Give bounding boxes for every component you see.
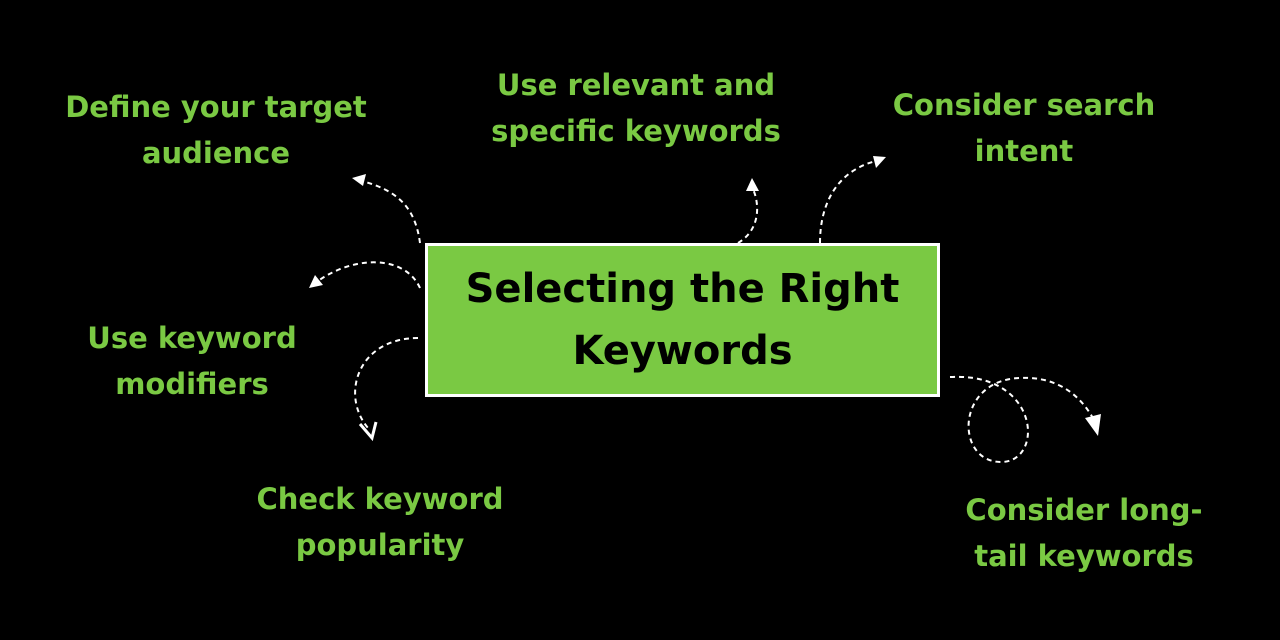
node-line: intent — [974, 134, 1074, 168]
dashed-arrow-icon — [873, 156, 886, 168]
node-line: Define your target — [65, 90, 367, 124]
arrow-to-long-tail — [949, 375, 1101, 464]
center-topic-box: Selecting the Right Keywords — [425, 243, 940, 397]
arrow-to-keyword-popularity — [354, 337, 419, 442]
node-line: tail keywords — [974, 539, 1194, 573]
node-line: specific keywords — [491, 114, 781, 148]
node-line: audience — [141, 136, 291, 170]
node-line: Use keyword — [87, 321, 297, 355]
arrow-to-search-intent — [819, 156, 886, 244]
node-consider-search-intent: Consider search intent — [874, 82, 1174, 174]
node-define-target-audience: Define your target audience — [56, 84, 376, 176]
node-line: Check keyword — [256, 482, 504, 516]
center-title-line-1: Selecting the Right — [465, 266, 900, 312]
node-line: popularity — [295, 528, 465, 562]
dashed-arrow-icon — [746, 178, 759, 191]
node-line: Consider long- — [965, 493, 1203, 527]
center-title-line-2: Keywords — [572, 328, 793, 374]
arrow-to-keyword-modifiers — [309, 261, 421, 289]
node-consider-long-tail: Consider long- tail keywords — [944, 487, 1224, 579]
node-line: modifiers — [115, 367, 269, 401]
arrow-to-target-audience — [352, 174, 421, 244]
node-use-keyword-modifiers: Use keyword modifiers — [62, 315, 322, 407]
node-use-relevant-specific: Use relevant and specific keywords — [476, 62, 796, 154]
node-line: Use relevant and — [496, 68, 776, 102]
arrow-to-relevant-keywords — [737, 178, 759, 244]
dashed-arrow-icon — [358, 421, 378, 442]
dashed-arrow-icon — [352, 174, 366, 186]
dashed-arrow-icon — [1085, 414, 1101, 436]
node-line: Consider search — [892, 88, 1156, 122]
dashed-arrow-icon — [309, 275, 323, 288]
node-check-keyword-popularity: Check keyword popularity — [240, 476, 520, 568]
